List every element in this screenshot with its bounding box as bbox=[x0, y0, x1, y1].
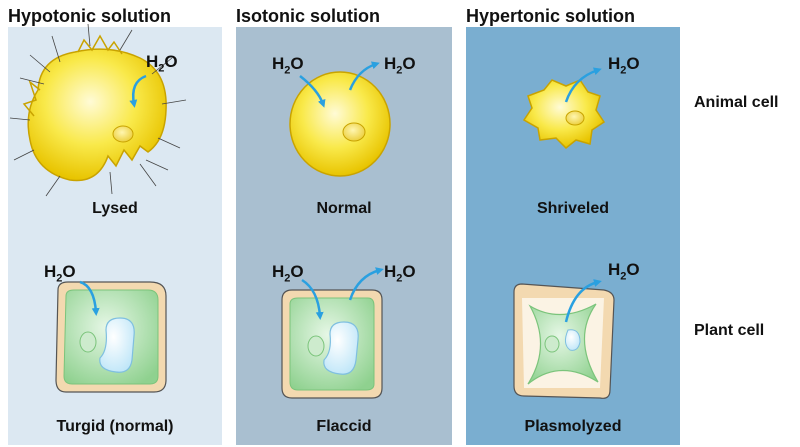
plasmolyzed-plant-cell bbox=[513, 283, 615, 399]
water-label-normal-in: H2O bbox=[272, 54, 304, 77]
label-plasmolyzed: Plasmolyzed bbox=[524, 418, 622, 435]
label-flaccid: Flaccid bbox=[316, 418, 372, 435]
flaccid-plant-cell bbox=[281, 289, 383, 399]
water-label-turgid: H2O bbox=[44, 262, 76, 285]
label-lysed: Lysed bbox=[92, 200, 138, 217]
water-label-flaccid-in: H2O bbox=[272, 262, 304, 285]
water-arrow-flaccid-out bbox=[348, 267, 384, 301]
water-arrow-normal-in bbox=[299, 75, 326, 108]
water-label-normal-out: H2O bbox=[384, 54, 416, 77]
shriveled-cell bbox=[522, 79, 606, 150]
water-arrow-normal-out bbox=[348, 61, 380, 91]
water-arrow-lysed bbox=[129, 74, 147, 108]
water-label-flaccid-out: H2O bbox=[384, 262, 416, 285]
water-arrow-plasmolyzed bbox=[564, 279, 602, 323]
water-label-lysed: H2O bbox=[146, 52, 178, 75]
row-label-animal: Animal cell bbox=[694, 94, 779, 111]
water-arrow-flaccid-in bbox=[301, 278, 324, 320]
column-title-hypertonic: Hypertonic solution bbox=[466, 6, 636, 26]
label-shriveled: Shriveled bbox=[536, 200, 610, 217]
turgid-plant-cell bbox=[55, 281, 167, 393]
water-arrow-turgid bbox=[79, 280, 100, 316]
normal-cell bbox=[289, 71, 391, 177]
lysed-cell bbox=[9, 23, 187, 197]
water-label-plasmolyzed: H2O bbox=[608, 260, 640, 283]
water-label-shriveled: H2O bbox=[608, 54, 640, 77]
label-normal: Normal bbox=[316, 200, 372, 217]
row-label-plant: Plant cell bbox=[694, 322, 765, 339]
water-arrow-shriveled bbox=[564, 67, 602, 103]
label-turgid: Turgid (normal) bbox=[56, 418, 174, 435]
column-title-hypotonic: Hypotonic solution bbox=[8, 6, 171, 26]
column-title-isotonic: Isotonic solution bbox=[236, 6, 380, 26]
